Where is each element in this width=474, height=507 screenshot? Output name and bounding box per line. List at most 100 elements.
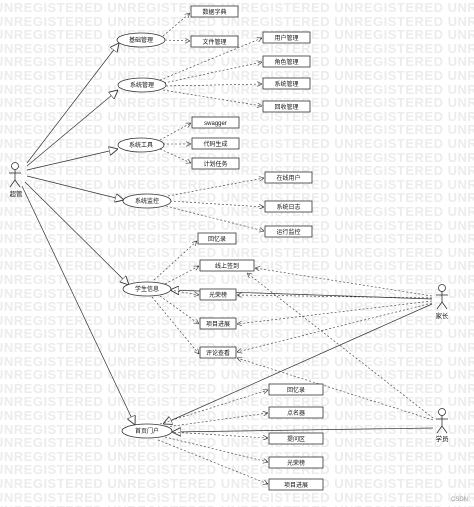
use-case-home-portal-label: 首页门户	[135, 427, 159, 435]
box-memo-2-label: 回忆录	[287, 386, 305, 394]
box-files-frame	[190, 35, 239, 48]
box-tasks-label: 计划任务	[203, 160, 227, 168]
box-honor-2-frame	[268, 456, 324, 469]
actor-parent-label: 家长	[436, 311, 450, 320]
box-progress-1-label: 项目进展	[206, 320, 230, 328]
actor-admin-head	[11, 162, 19, 170]
box-tasks-frame	[191, 157, 240, 170]
actor-student-leg-right	[441, 425, 448, 434]
actor-student: 学员	[436, 408, 450, 443]
box-progress-1: 项目进展	[199, 317, 237, 330]
box-dict: 数据字典	[190, 5, 239, 18]
box-dict-frame	[190, 5, 239, 18]
use-case-basic-mgmt-shape	[116, 32, 166, 48]
dep-tools-tasks	[159, 148, 191, 163]
box-recycle: 回收管理	[262, 100, 311, 113]
dep-stu-comments	[151, 296, 199, 354]
dep-sys-admin	[165, 84, 262, 86]
box-memo-1: 回忆录	[197, 232, 237, 245]
dep-stu-memo	[153, 241, 197, 281]
box-exchange-label: 提问区	[287, 435, 305, 443]
actor-student-leg-left	[436, 425, 443, 434]
use-case-sys-tools: 系统工具	[117, 137, 165, 153]
dep-parent-progress	[237, 300, 433, 324]
use-case-basic-mgmt-label: 基础管理	[129, 36, 153, 44]
use-case-student-info: 学生信息	[122, 281, 172, 297]
dep-parent-honor	[237, 295, 433, 299]
link-admin-basic	[26, 43, 119, 164]
use-case-home-portal-shape	[121, 423, 173, 439]
box-dianzan: 点名器	[268, 406, 324, 419]
box-run-monitor-frame	[264, 225, 313, 238]
box-users: 用户管理	[262, 31, 311, 44]
dep-stu-progress	[159, 295, 199, 324]
dep-student-sign	[247, 273, 434, 419]
box-memo-1-frame	[197, 232, 237, 245]
use-case-sys-mgmt-label: 系统管理	[130, 81, 154, 89]
box-memo-2-frame	[268, 383, 324, 396]
include-links	[151, 13, 434, 484]
box-online-users-frame	[264, 171, 313, 184]
box-recycle-label: 回收管理	[274, 103, 298, 111]
dep-parent-sign	[255, 268, 433, 297]
box-syslog-frame	[264, 200, 313, 213]
dep-portal-memo	[159, 390, 268, 425]
link-parent-portal	[163, 303, 433, 424]
use-case-sys-monitor-shape	[122, 193, 172, 209]
actor-parent-leg-left	[436, 301, 443, 310]
link-student-portal	[172, 428, 434, 432]
link-admin-monitor	[26, 175, 124, 200]
actor-parent: 家长	[436, 284, 450, 320]
box-honor-2: 光荣榜	[268, 456, 324, 469]
box-progress-2-label: 项目进展	[284, 481, 308, 489]
use-case-sys-tools-shape	[117, 137, 165, 153]
box-run-monitor: 运行监控	[264, 225, 313, 238]
box-roles: 角色管理	[262, 55, 311, 68]
use-case-home-portal: 首页门户	[121, 423, 173, 439]
actor-admin-leg-right	[14, 179, 21, 188]
dep-portal-progress	[157, 439, 268, 484]
box-exchange: 提问区	[268, 432, 324, 445]
corner-watermark: CSDN	[450, 497, 468, 503]
dep-mon-online	[167, 178, 264, 197]
box-progress-1-frame	[199, 317, 237, 330]
box-comments-label: 评论查看	[206, 349, 230, 357]
box-progress-2: 项目进展	[268, 478, 324, 491]
box-dianzan-frame	[268, 406, 324, 419]
dep-basic-dict	[162, 13, 190, 37]
link-admin-portal	[21, 185, 135, 425]
dep-portal-exchange	[169, 431, 268, 438]
dep-mon-runmon	[165, 205, 264, 231]
actor-admin-leg-left	[9, 179, 16, 188]
box-dianzan-label: 点名器	[287, 409, 305, 417]
use-case-sys-monitor: 系统监控	[122, 193, 172, 209]
box-syslog: 系统日志	[264, 200, 313, 213]
actor-student-label: 学员	[436, 434, 450, 443]
use-case-student-info-label: 学生信息	[135, 285, 159, 293]
use-case-sys-mgmt: 系统管理	[117, 77, 167, 93]
dep-stu-honor	[169, 289, 199, 295]
link-admin-student	[24, 181, 129, 285]
box-online-sign: 线上签到	[199, 259, 255, 272]
box-honor-2-label: 光荣榜	[287, 459, 305, 467]
box-swagger-label: swagger	[204, 121, 227, 127]
box-dict-label: 数据字典	[202, 8, 226, 16]
box-online-sign-frame	[199, 259, 255, 272]
box-tasks: 计划任务	[191, 157, 240, 170]
box-run-monitor-label: 运行监控	[276, 228, 300, 236]
box-honor-1-frame	[199, 288, 237, 301]
link-admin-sysmgmt	[26, 90, 118, 167]
dep-sys-recycle	[162, 89, 262, 106]
actor-parent-leg-right	[441, 301, 448, 310]
box-roles-frame	[262, 55, 311, 68]
box-exchange-frame	[268, 432, 324, 445]
box-recycle-frame	[262, 100, 311, 113]
box-online-users: 在线用户	[264, 171, 313, 184]
dep-stu-sign	[164, 266, 199, 285]
box-progress-2-frame	[268, 478, 324, 491]
box-sys-admin-label: 系统管理	[274, 80, 298, 88]
dep-mon-syslog	[169, 200, 264, 207]
box-users-frame	[262, 31, 311, 44]
use-case-sys-mgmt-shape	[117, 77, 167, 93]
box-honor-1-label: 光荣榜	[209, 291, 227, 299]
